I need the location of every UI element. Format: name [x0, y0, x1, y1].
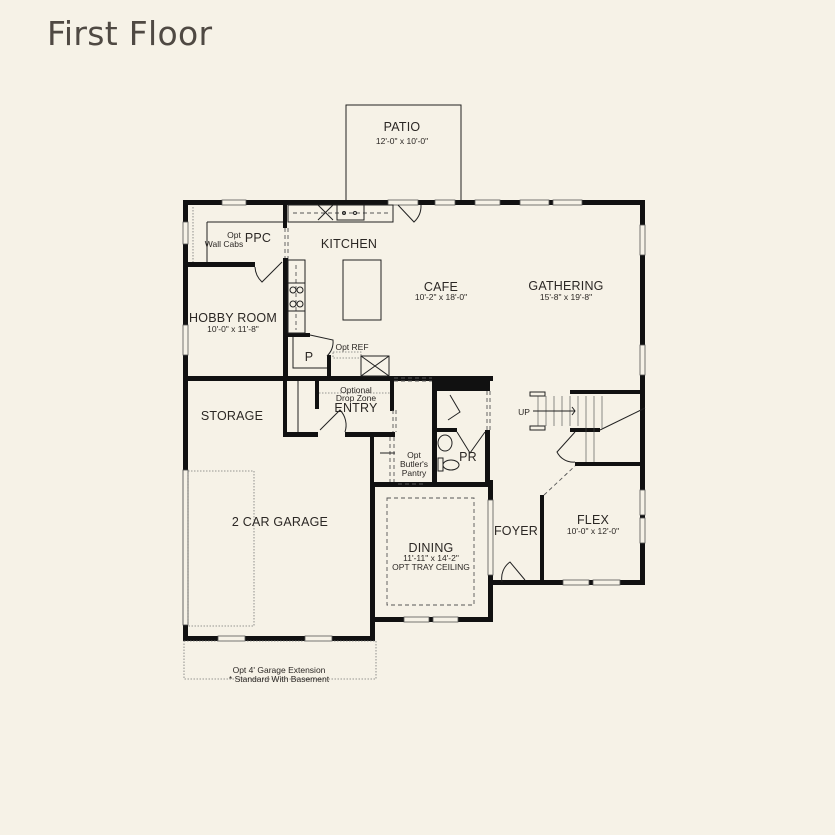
stairs-up-label: UP	[518, 407, 530, 417]
hobby-room-label: HOBBY ROOM	[189, 311, 277, 325]
page-title: First Floor	[47, 14, 213, 53]
garage-extension-note-1: Opt 4' Garage Extension	[233, 665, 326, 675]
storage-label: STORAGE	[201, 409, 263, 423]
entry-label: ENTRY	[334, 401, 378, 415]
cafe-label: CAFE	[424, 280, 458, 294]
gathering-dims: 15'-8" x 19'-8"	[540, 292, 592, 302]
foyer-label: FOYER	[494, 524, 538, 538]
flex-label: FLEX	[577, 513, 610, 527]
dining-label: DINING	[409, 541, 454, 555]
room-labels: PPC Opt Wall Cabs KITCHEN CAFE 10'-2" x …	[189, 230, 619, 684]
hobby-room-dims: 10'-0" x 11'-8"	[207, 324, 259, 334]
butler-note-1: Opt	[407, 450, 421, 460]
garage-label: 2 CAR GARAGE	[232, 515, 328, 529]
kitchen-label: KITCHEN	[321, 237, 377, 251]
dining-dims: 11'-11" x 14'-2"	[403, 553, 459, 563]
plan-annotations	[183, 204, 646, 680]
interior-walls	[183, 200, 645, 585]
wall-cabs-note-1: Opt	[227, 230, 241, 240]
pr-label: PR	[459, 450, 477, 464]
exterior-walls	[182, 199, 646, 642]
butler-note-3: Pantry	[402, 468, 427, 478]
patio-label: PATIO	[384, 120, 421, 134]
drop-zone-note-2: Drop Zone	[336, 393, 376, 403]
cafe-dims: 10'-2" x 18'-0"	[415, 292, 467, 302]
dining-tray-note: OPT TRAY CEILING	[392, 562, 470, 572]
wall-cabs-note-2: Wall Cabs	[205, 239, 243, 249]
gathering-label: GATHERING	[528, 279, 603, 293]
flex-dims: 10'-0" x 12'-0"	[567, 526, 619, 536]
opt-ref-note: Opt REF	[335, 342, 368, 352]
patio: PATIO 12'-0" x 10'-0"	[345, 104, 462, 202]
ppc-label: PPC	[245, 231, 271, 245]
garage-extension-note-2: * Standard With Basement	[229, 674, 330, 684]
patio-dims: 12'-0" x 10'-0"	[376, 136, 428, 146]
butler-note-2: Butler's	[400, 459, 428, 469]
drop-zone-note-1: Optional	[340, 385, 372, 395]
pantry-label: P	[305, 350, 314, 364]
